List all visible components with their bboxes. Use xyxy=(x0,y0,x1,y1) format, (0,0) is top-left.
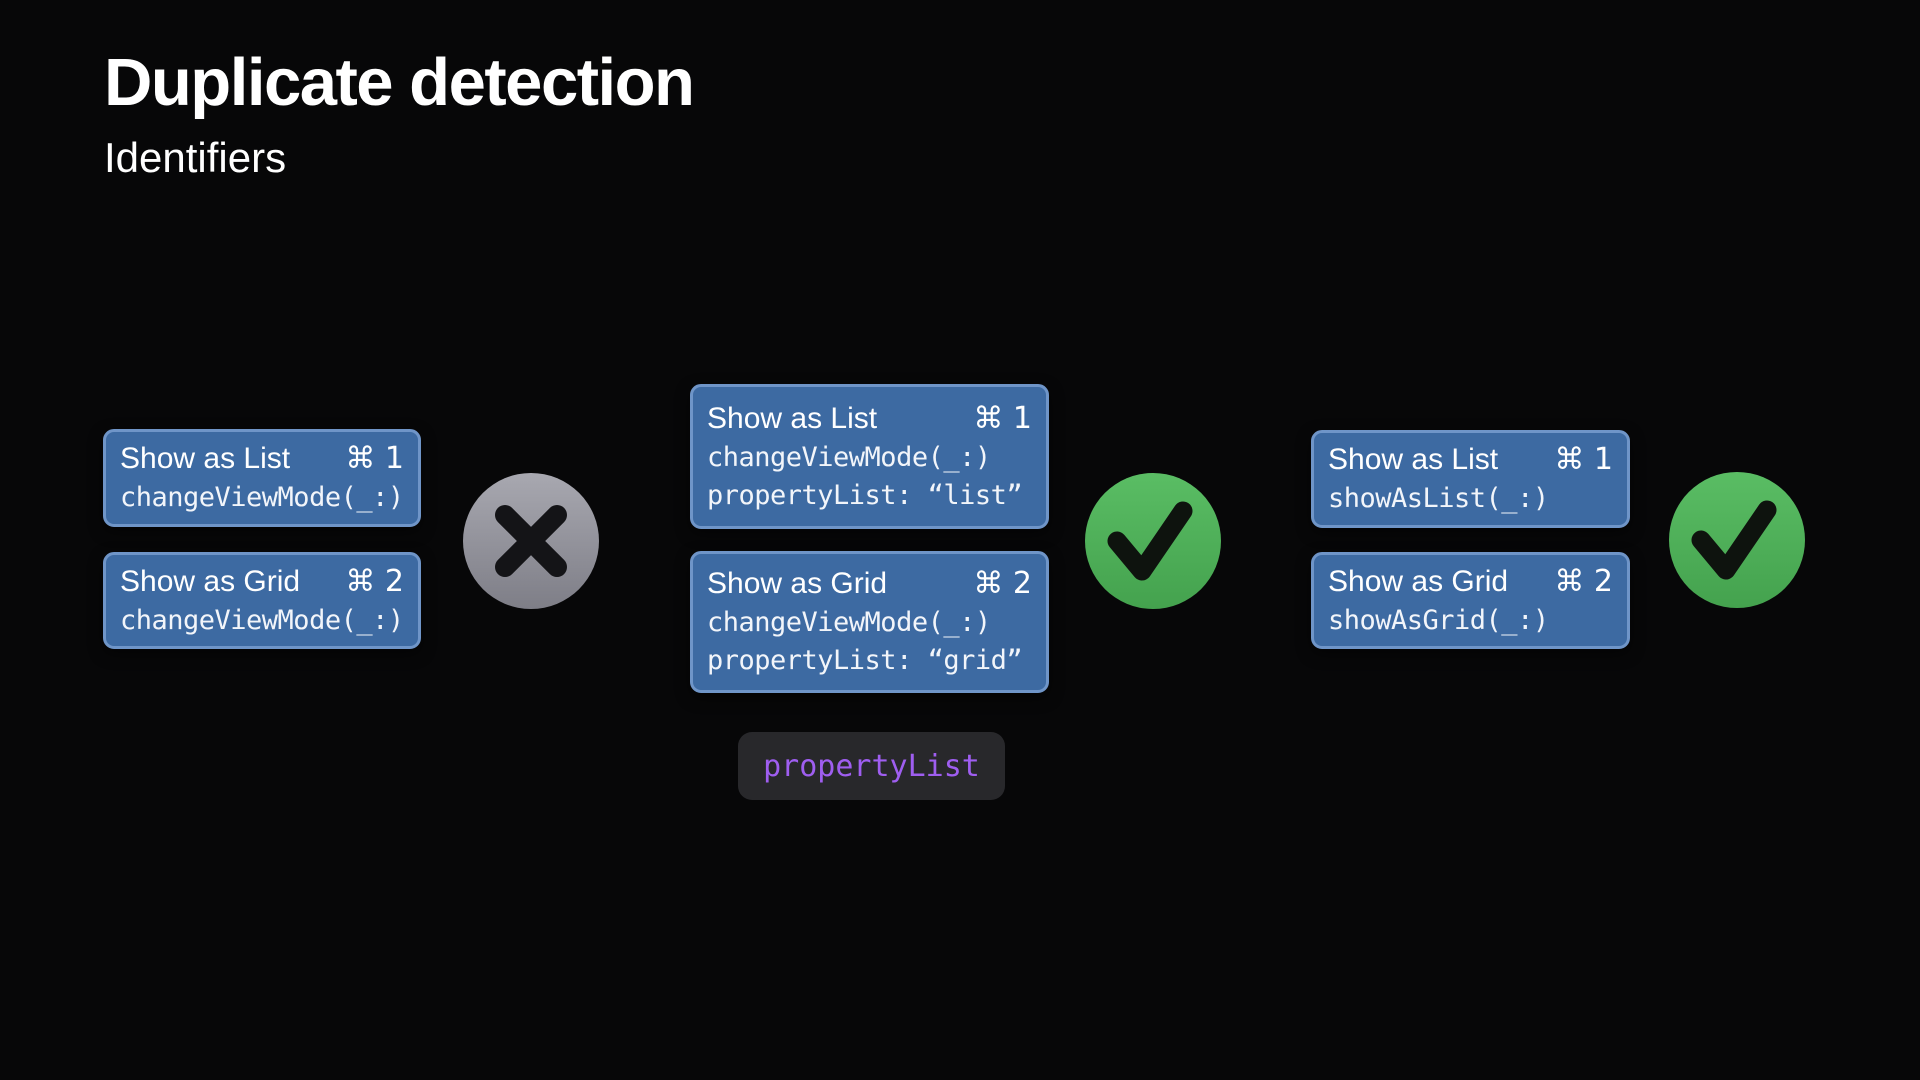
page-title: Duplicate detection xyxy=(104,45,695,120)
property-list-code: propertyList: “grid” xyxy=(707,645,1023,676)
action-identifier-code: showAsGrid(_:) xyxy=(1328,604,1549,636)
menu-item-head: Show as Grid ⌘ 2 xyxy=(707,564,1032,604)
menu-item-head: Show as List ⌘ 1 xyxy=(707,399,1032,439)
action-identifier-code: changeViewMode(_:) xyxy=(707,441,991,473)
menu-item-show-as-grid-unique: Show as Grid ⌘ 2 showAsGrid(_:) xyxy=(1311,552,1630,649)
menu-item-label: Show as Grid xyxy=(1328,564,1509,598)
menu-item-head: Show as List ⌘ 1 xyxy=(120,439,404,479)
menu-item-head: Show as Grid ⌘ 2 xyxy=(1328,562,1613,602)
menu-item-label: Show as List xyxy=(120,442,291,475)
action-identifier-code: changeViewMode(_:) xyxy=(120,482,404,513)
menu-item-label: Show as List xyxy=(707,401,878,435)
keyboard-shortcut: ⌘ 2 xyxy=(1554,563,1613,599)
check-circle-icon xyxy=(1669,472,1805,608)
menu-item-head: Show as List ⌘ 1 xyxy=(1328,440,1613,480)
keyboard-shortcut: ⌘ 2 xyxy=(345,563,404,599)
propertylist-chip: propertyList xyxy=(738,732,1005,800)
keyboard-shortcut: ⌘ 1 xyxy=(973,400,1032,436)
menu-item-label: Show as Grid xyxy=(707,567,888,600)
menu-item-show-as-grid-duplicate: Show as Grid ⌘ 2 changeViewMode(_:) xyxy=(103,552,421,649)
menu-item-show-as-list-unique: Show as List ⌘ 1 showAsList(_:) xyxy=(1311,430,1630,528)
action-identifier-code: changeViewMode(_:) xyxy=(707,607,991,638)
keyboard-shortcut: ⌘ 1 xyxy=(1554,442,1613,477)
action-identifier-code: changeViewMode(_:) xyxy=(120,604,404,636)
keyboard-shortcut: ⌘ 1 xyxy=(345,441,404,476)
cross-circle-icon xyxy=(463,473,599,609)
menu-item-show-as-list-duplicate: Show as List ⌘ 1 changeViewMode(_:) xyxy=(103,429,421,527)
menu-item-label: Show as Grid xyxy=(120,564,301,598)
check-circle-icon xyxy=(1085,473,1221,609)
page-subtitle: Identifiers xyxy=(104,134,287,181)
menu-item-label: Show as List xyxy=(1328,443,1499,476)
property-list-code: propertyList: “list” xyxy=(707,479,1023,511)
keyboard-shortcut: ⌘ 2 xyxy=(973,566,1032,601)
propertylist-chip-label: propertyList xyxy=(763,748,980,784)
menu-item-show-as-grid-propertylist: Show as Grid ⌘ 2 changeViewMode(_:) prop… xyxy=(690,551,1049,693)
action-identifier-code: showAsList(_:) xyxy=(1328,483,1549,514)
menu-item-head: Show as Grid ⌘ 2 xyxy=(120,562,404,602)
menu-item-show-as-list-propertylist: Show as List ⌘ 1 changeViewMode(_:) prop… xyxy=(690,384,1049,529)
